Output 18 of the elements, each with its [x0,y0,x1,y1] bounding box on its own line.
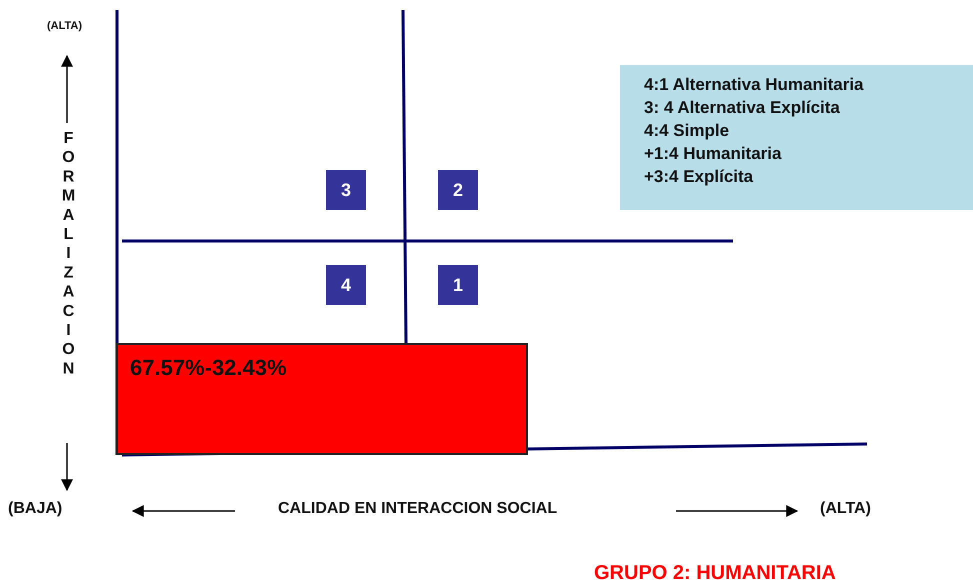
quadrant-number-badge: 4 [326,265,366,305]
key-panel [620,65,973,210]
caption: GRUPO 2: HUMANITARIA [594,562,836,585]
quadrant-number-badge: 1 [438,265,478,305]
key-text: +3:4 Explícita [644,166,754,188]
axis-end-label: (ALTA) [47,20,82,32]
axis-title: FORMALIZACION [59,130,77,380]
quadrant-number-badge: 3 [326,170,366,210]
axis-end-label: (BAJA) [8,500,62,518]
key-text: 4:1 Alternativa Humanitaria [644,74,864,96]
percentage-text: 67.57%-32.43% [130,355,287,380]
percentage-block [116,343,528,455]
axis-title: CALIDAD EN INTERACCION SOCIAL [278,500,558,518]
key-text: 3: 4 Alternativa Explícita [644,97,841,119]
key-text: +1:4 Humanitaria [644,143,782,165]
key-text: 4:4 Simple [644,120,730,142]
quadrant-number-badge: 2 [438,170,478,210]
axis-end-label: (ALTA) [820,500,871,518]
